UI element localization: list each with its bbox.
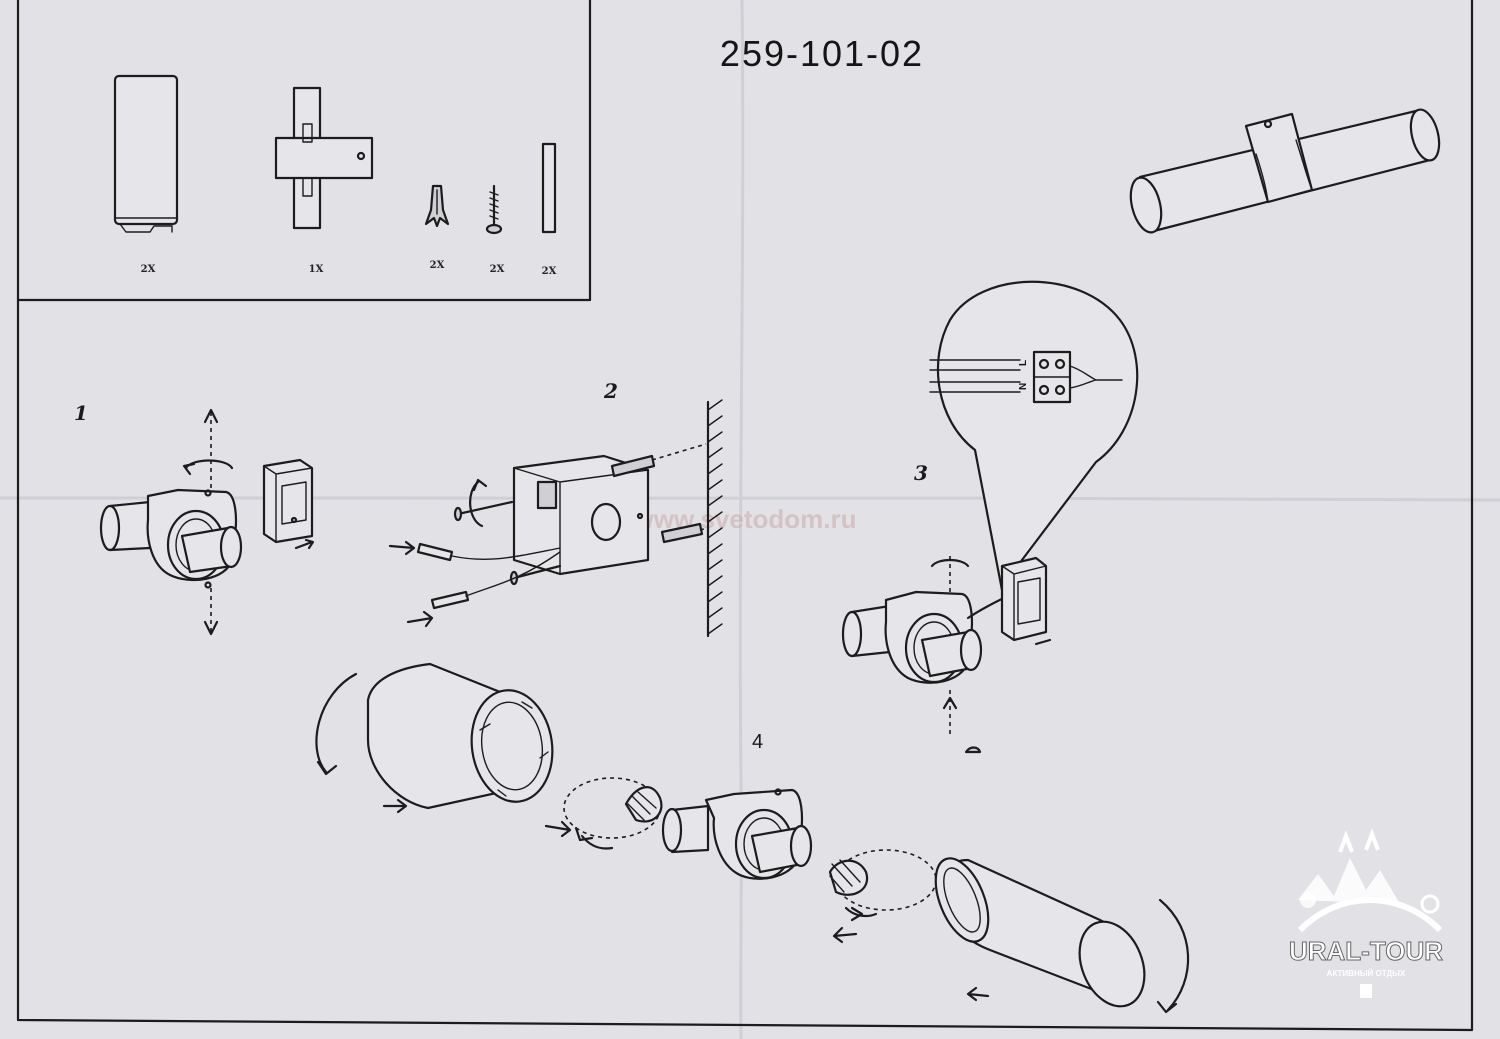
rod-icon xyxy=(541,142,557,234)
assembled-lamp-icon xyxy=(1129,108,1441,234)
logo-name: URAL-TOUR xyxy=(1289,936,1443,966)
sheet-border xyxy=(16,0,1474,1032)
terminal-label-n: N xyxy=(1018,383,1029,390)
step-2: 2 xyxy=(388,379,723,638)
part-quantity: 2X xyxy=(141,264,156,275)
screw-icon xyxy=(485,184,503,235)
part-quantity: 2X xyxy=(542,266,557,277)
step-3: L N 3 xyxy=(841,280,1139,754)
mounting-bracket-icon xyxy=(274,86,374,230)
watermark-url: www.svetodom.ru xyxy=(633,504,857,534)
terminal-label-l: L xyxy=(1018,360,1029,366)
step-4: 4 xyxy=(315,662,1190,1014)
part-quantity: 1X xyxy=(309,264,324,275)
logo-tagline: АКТИВНЫЙ ОТДЫХ xyxy=(1327,969,1406,978)
part-quantity: 2X xyxy=(430,260,445,271)
step-number: 2 xyxy=(603,379,618,403)
ural-tour-logo: URAL-TOUR АКТИВНЫЙ ОТДЫХ xyxy=(1288,828,1444,998)
model-number: 259-101-02 xyxy=(720,33,924,74)
step-number: 1 xyxy=(74,401,88,425)
part-quantity: 2X xyxy=(490,264,505,275)
step-1: 1 xyxy=(74,401,315,636)
parts-list: 2X 1X 2X 2X 2X xyxy=(113,74,557,277)
step-number: 4 xyxy=(752,731,763,753)
lamp-shade-icon xyxy=(113,74,179,233)
step-number: 3 xyxy=(914,461,928,485)
wall-anchor-icon xyxy=(424,184,450,228)
